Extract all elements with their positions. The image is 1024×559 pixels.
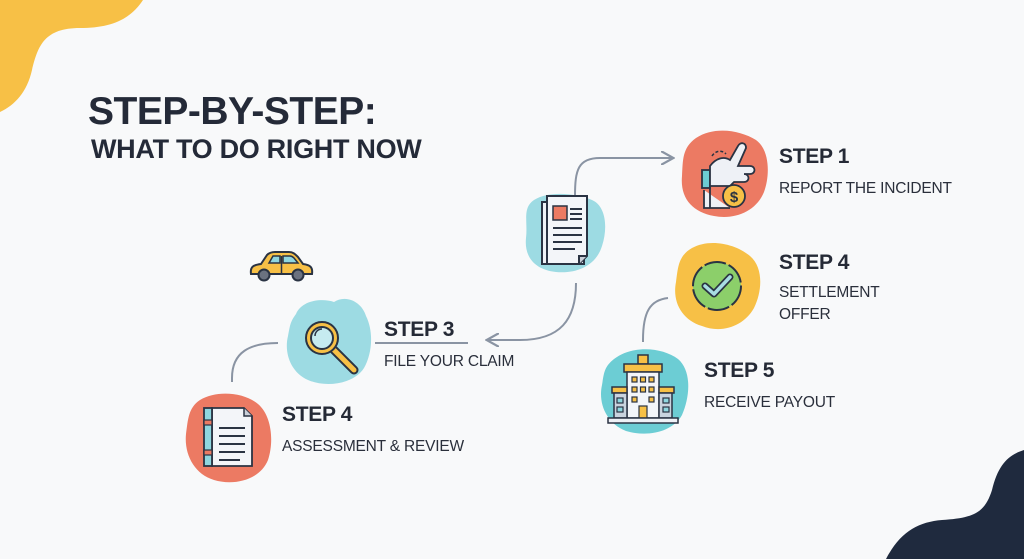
car-illustration bbox=[247, 250, 315, 284]
step-card-payout: STEP 5 RECEIVE PAYOUT bbox=[598, 345, 868, 437]
step-4-settlement-description-line2: OFFER bbox=[779, 306, 831, 323]
step-1-heading: STEP 1 bbox=[779, 145, 850, 168]
checkmark-icon bbox=[675, 242, 761, 330]
building-icon bbox=[601, 349, 689, 434]
document-icon bbox=[525, 193, 606, 273]
page-subtitle: WHAT TO DO RIGHT NOW bbox=[91, 134, 422, 164]
svg-text:$: $ bbox=[730, 189, 739, 206]
step-1-description: REPORT THE INCIDENT bbox=[779, 180, 952, 197]
step-4-settlement-heading: STEP 4 bbox=[779, 251, 850, 274]
step-card-claim: STEP 3 FILE YOUR CLAIM bbox=[282, 296, 552, 386]
notebook-icon bbox=[185, 393, 272, 483]
corner-blob-bottom-right bbox=[886, 450, 1024, 559]
step-card-report: $ STEP 1 REPORT THE INCIDENT bbox=[676, 128, 1006, 223]
step-5-description: RECEIVE PAYOUT bbox=[704, 394, 835, 411]
step-4-settlement-description-line1: SETTLEMENT bbox=[779, 284, 880, 301]
step-card-assessment: STEP 4 ASSESSMENT & REVIEW bbox=[182, 390, 502, 486]
step-3-heading: STEP 3 bbox=[384, 318, 455, 341]
step-5-heading: STEP 5 bbox=[704, 359, 775, 382]
hand-money-icon: $ bbox=[681, 130, 768, 217]
document-illustration bbox=[520, 188, 610, 278]
magnifier-icon bbox=[286, 298, 372, 384]
step-3-description: FILE YOUR CLAIM bbox=[384, 353, 515, 370]
step-card-settlement: STEP 4 SETTLEMENT OFFER bbox=[670, 240, 910, 335]
page-title: STEP-BY-STEP: bbox=[88, 90, 377, 133]
step-4-assessment-heading: STEP 4 bbox=[282, 403, 353, 426]
car-icon bbox=[249, 251, 314, 282]
corner-blob-top-left bbox=[0, 0, 143, 112]
step-4-assessment-description: ASSESSMENT & REVIEW bbox=[282, 438, 464, 455]
